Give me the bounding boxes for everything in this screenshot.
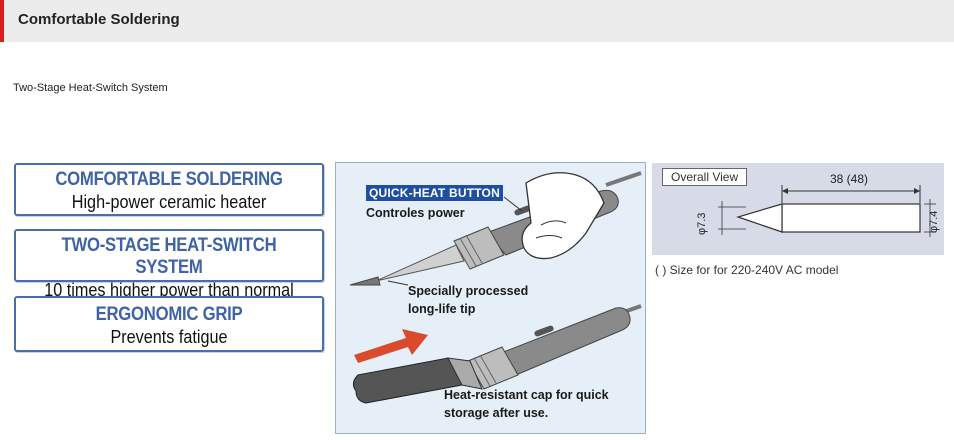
size-note: ( ) Size for for 220-240V AC model xyxy=(655,263,839,277)
quick-heat-label: QUICK-HEAT BUTTON xyxy=(366,185,503,201)
tip-label-line1: Specially processed xyxy=(408,284,529,298)
diameter-left: φ7.3 xyxy=(696,212,708,235)
feature-subtitle: High-power ceramic heater xyxy=(71,192,267,212)
tip-dimension-drawing xyxy=(718,185,936,237)
feature-box-ergonomic: ERGONOMIC GRIP Prevents fatigue xyxy=(14,296,324,352)
feature-subtitle: Prevents fatigue xyxy=(110,327,228,347)
section-title: Comfortable Soldering xyxy=(18,11,180,28)
feature-box-comfortable: COMFORTABLE SOLDERING High-power ceramic… xyxy=(14,163,324,216)
iron-drawing xyxy=(349,171,642,404)
overall-view-tag: Overall View xyxy=(662,168,748,186)
controls-label: Controles power xyxy=(366,206,465,220)
diameter-right: φ7.4 xyxy=(928,210,940,233)
feature-subtitle: 10 times higher power than normal xyxy=(44,280,294,300)
section-header: Comfortable Soldering xyxy=(0,0,954,42)
cap-label-line2: storage after use. xyxy=(444,406,549,420)
arrow-icon xyxy=(354,329,428,363)
overall-view-panel: Overall View 38 (48) φ7.3 φ7.4 xyxy=(652,163,944,255)
feature-box-two-stage: TWO-STAGE HEAT-SWITCH SYSTEM 10 times hi… xyxy=(14,229,324,300)
feature-title: COMFORTABLE SOLDERING xyxy=(55,169,283,190)
soldering-iron-illustration: QUICK-HEAT BUTTON Controles power Specia… xyxy=(335,162,646,434)
tip-label-line2: long-life tip xyxy=(408,302,476,316)
hand-icon xyxy=(521,172,605,260)
lower-iron-icon xyxy=(352,304,642,404)
feature-title: TWO-STAGE HEAT-SWITCH SYSTEM xyxy=(61,235,277,278)
section-subtitle: Two-Stage Heat-Switch System xyxy=(13,82,168,94)
length-dimension: 38 (48) xyxy=(830,172,869,186)
feature-title: ERGONOMIC GRIP xyxy=(95,304,243,325)
cap-label-line1: Heat-resistant cap for quick xyxy=(444,388,609,402)
